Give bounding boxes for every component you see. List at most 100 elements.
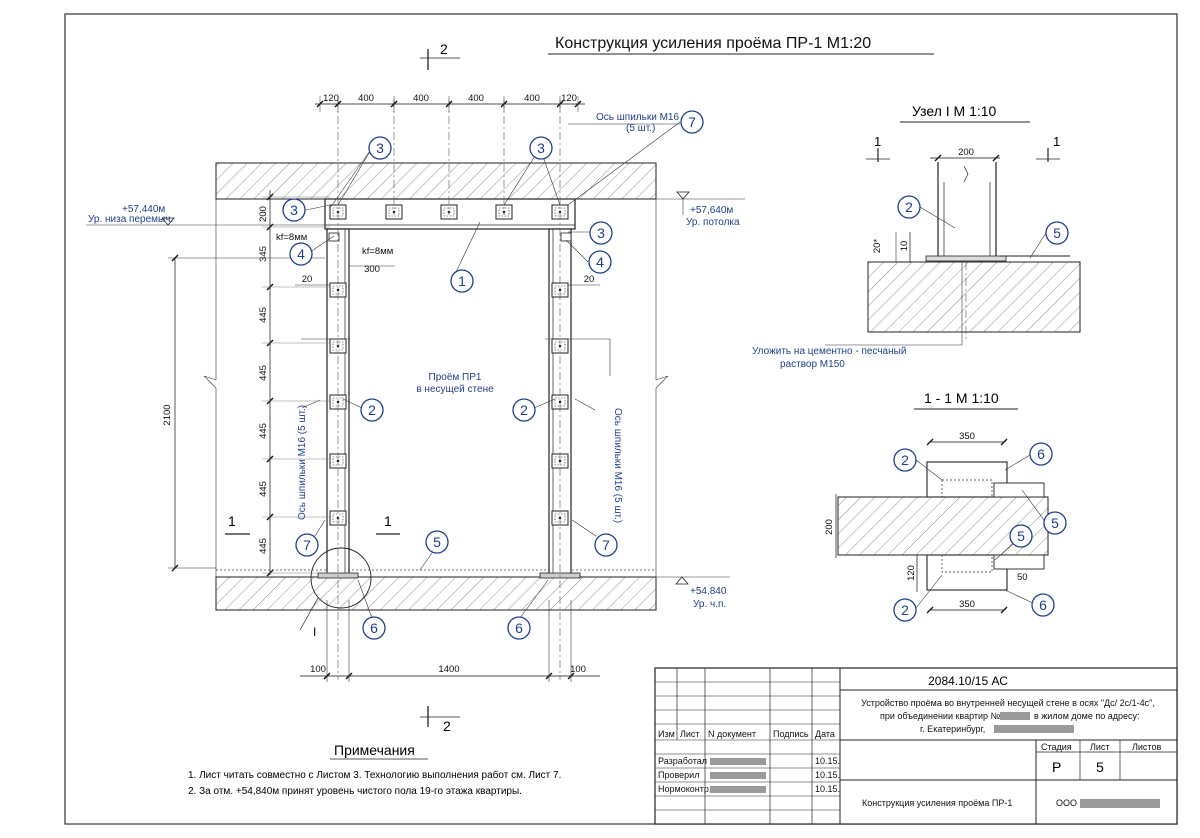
- svg-text:10.15.: 10.15.: [815, 756, 840, 766]
- svg-text:120: 120: [323, 93, 339, 104]
- section-callout-5-lower: 5: [1009, 524, 1033, 548]
- svg-text:6: 6: [1039, 597, 1047, 613]
- svg-text:2: 2: [440, 41, 448, 57]
- svg-text:Изм: Изм: [658, 729, 675, 739]
- weld-block-1: [328, 232, 340, 242]
- svg-text:5: 5: [1017, 528, 1025, 544]
- desc-line-2b: в жилом доме по адресу:: [1034, 711, 1139, 721]
- section-callout-2-top: 2: [893, 448, 917, 472]
- svg-text:Проверил: Проверил: [658, 770, 699, 780]
- section-title: 1 - 1 М 1:10: [924, 390, 999, 406]
- svg-text:Листов: Листов: [1132, 742, 1161, 752]
- svg-text:1: 1: [874, 134, 881, 149]
- section-callout-5-upper: 5: [1043, 511, 1067, 535]
- svg-text:445: 445: [258, 423, 269, 439]
- svg-text:2: 2: [905, 199, 913, 215]
- section-callout-2-bottom: 2: [893, 598, 917, 622]
- weld-block-2: [560, 232, 572, 242]
- svg-text:5: 5: [1051, 515, 1059, 531]
- svg-text:400: 400: [468, 93, 484, 104]
- svg-text:445: 445: [258, 307, 269, 323]
- section-1-left-marker: 1: [225, 513, 250, 535]
- top-dimension-chain: 120 400 400 400 400 120: [315, 93, 585, 112]
- sheet-frame: [64, 13, 1178, 825]
- bottom-slab: [215, 576, 657, 611]
- svg-text:2: 2: [901, 602, 909, 618]
- svg-text:2: 2: [901, 452, 909, 468]
- svg-text:+57,640м: +57,640м: [690, 205, 733, 216]
- svg-text:Стадия: Стадия: [1041, 742, 1072, 752]
- section-marker-top: 2: [420, 41, 460, 70]
- bottom-dimension-chain: 100 1400 100: [300, 600, 600, 682]
- desc-line-1: Устройство проёма во внутренней несущей …: [861, 698, 1155, 708]
- dim-20-right: 20: [584, 274, 595, 285]
- section-1-1: 1 - 1 М 1:10 350 350 200 120 50 2 6 5 5 …: [824, 390, 1067, 622]
- callout-3-top-left: 3: [368, 136, 392, 160]
- svg-text:Ур. низа перемыч.: Ур. низа перемыч.: [88, 214, 173, 225]
- top-slab: [215, 162, 657, 200]
- notes-block: Примечания 1. Лист читать совместно с Ли…: [188, 742, 561, 797]
- node-note-2: раствор М150: [780, 359, 845, 370]
- svg-text:350: 350: [959, 599, 975, 610]
- notes-title: Примечания: [334, 742, 415, 758]
- node-marker: I: [313, 625, 316, 639]
- section-callout-6-top: 6: [1029, 442, 1053, 466]
- dim-300: 300: [364, 264, 380, 275]
- callout-2-left: 2: [360, 398, 384, 422]
- node-title: Узел I М 1:10: [912, 103, 997, 119]
- callout-3-right: 3: [589, 221, 613, 245]
- level-floor: +54,840 Ур. ч.п.: [656, 576, 730, 610]
- svg-text:20*: 20*: [872, 239, 883, 254]
- svg-text:3: 3: [537, 140, 545, 156]
- svg-text:3: 3: [376, 140, 384, 156]
- level-lintel-bottom: +57,440м Ур. низа перемыч.: [86, 204, 325, 226]
- svg-text:120: 120: [906, 565, 917, 581]
- main-elevation: I 1 1 Проём ПР1 в несущей стене Ось шпил…: [86, 93, 745, 682]
- sheet-value: 5: [1096, 759, 1104, 775]
- svg-text:1: 1: [384, 513, 392, 529]
- svg-text:1400: 1400: [438, 664, 459, 675]
- svg-text:Лист: Лист: [680, 729, 700, 739]
- node-callout-5: 5: [1045, 221, 1069, 245]
- svg-text:5: 5: [433, 534, 441, 550]
- svg-text:3: 3: [290, 202, 298, 218]
- callout-6-right: 6: [507, 616, 531, 640]
- svg-text:200: 200: [958, 147, 974, 158]
- svg-text:200: 200: [258, 206, 269, 222]
- svg-text:10.15.: 10.15.: [815, 770, 840, 780]
- section-callout-6-bottom: 6: [1031, 593, 1055, 617]
- stud-axis-right-vertical: Ось шпильки М16 (5 шт.): [612, 408, 623, 523]
- svg-text:445: 445: [258, 481, 269, 497]
- desc-line-2a: при объединении квартир №: [880, 711, 1001, 721]
- dim-20-left: 20: [302, 274, 313, 285]
- svg-text:5: 5: [1053, 225, 1061, 241]
- drawing-title: Конструкция усиления проёма ПР-1 М1:20: [555, 35, 871, 52]
- svg-text:N документ: N документ: [708, 729, 756, 739]
- svg-text:6: 6: [1037, 446, 1045, 462]
- svg-text:1: 1: [228, 513, 236, 529]
- svg-text:445: 445: [258, 538, 269, 554]
- svg-text:1: 1: [1053, 134, 1060, 149]
- svg-text:400: 400: [358, 93, 374, 104]
- svg-text:2100: 2100: [162, 404, 173, 425]
- stud-axis-top-label: Ось шпильки М16: [596, 112, 679, 123]
- svg-text:Подпись: Подпись: [773, 729, 809, 739]
- opening-label-1: Проём ПР1: [429, 372, 482, 383]
- title-block: 2084.10/15 АС Устройство проёма во внутр…: [654, 667, 1178, 825]
- svg-text:2: 2: [443, 718, 451, 734]
- svg-text:400: 400: [524, 93, 540, 104]
- level-ceiling: +57,640м Ур. потолка: [656, 191, 745, 228]
- svg-text:Лист: Лист: [1090, 742, 1110, 752]
- svg-text:50: 50: [1017, 572, 1028, 583]
- stud-axis-left-vertical: Ось шпильки М16 (5 шт.): [297, 405, 308, 520]
- svg-text:+54,840: +54,840: [690, 586, 727, 597]
- callout-bubbles-main: 7 3 3 3 3 4 4 1 2 2 7 7 5 6 6: [282, 110, 704, 640]
- svg-text:10: 10: [899, 241, 910, 252]
- svg-text:200: 200: [824, 519, 835, 535]
- svg-text:100: 100: [310, 664, 326, 675]
- svg-text:+57,440м: +57,440м: [122, 204, 165, 215]
- stamp-bottom-title: Конструкция усиления проёма ПР-1: [862, 798, 1012, 808]
- callout-5-main: 5: [425, 530, 449, 554]
- svg-text:7: 7: [602, 537, 610, 553]
- callout-7-top: 7: [680, 110, 704, 134]
